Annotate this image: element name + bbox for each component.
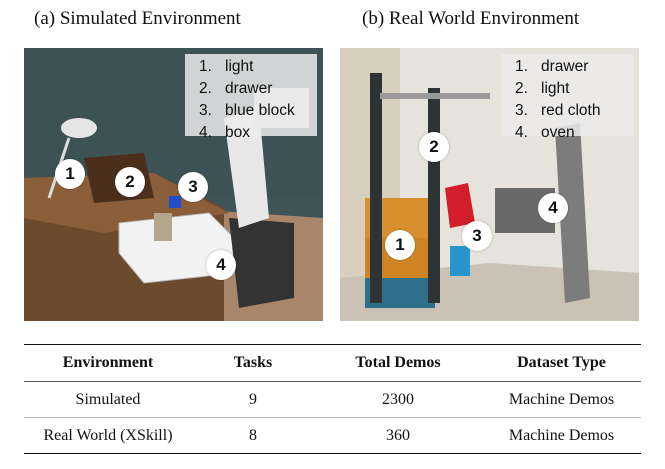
table-cell: Real World (XSkill) — [43, 426, 173, 444]
simulated-environment-image: 1.light 2.drawer 3.blue block 4.box 1 2 … — [24, 48, 323, 321]
table-cell: 360 — [386, 426, 410, 444]
marker-drawer: 1 — [385, 230, 415, 260]
caption-simulated: (a) Simulated Environment — [34, 8, 241, 29]
table-cell: Simulated — [75, 390, 141, 408]
table-row: Real World (XSkill) 8 360 Machine Demos — [24, 418, 641, 454]
marker-box: 4 — [206, 250, 236, 280]
table-row: Simulated 9 2300 Machine Demos — [24, 382, 641, 418]
simulated-legend: 1.light 2.drawer 3.blue block 4.box — [185, 54, 317, 141]
marker-blue-block: 3 — [178, 172, 208, 202]
marker-red-cloth: 3 — [462, 221, 492, 251]
table-header-row: Environment Tasks Total Demos Dataset Ty… — [24, 344, 641, 382]
dataset-table: Environment Tasks Total Demos Dataset Ty… — [24, 344, 641, 454]
marker-drawer: 2 — [115, 167, 145, 197]
marker-light: 1 — [55, 159, 85, 189]
legend-item: 3.red cloth — [515, 102, 601, 119]
real-world-environment-image: 1.drawer 2.light 3.red cloth 4.oven 1 2 … — [340, 48, 639, 321]
table-cell: 2300 — [382, 390, 414, 408]
table-cell: 9 — [249, 390, 257, 408]
caption-real-world: (b) Real World Environment — [362, 8, 580, 29]
table-cell: 8 — [249, 426, 257, 444]
legend-item: 2.light — [515, 80, 570, 97]
real-world-legend: 1.drawer 2.light 3.red cloth 4.oven — [501, 54, 633, 141]
legend-item: 4.oven — [515, 124, 575, 141]
legend-item: 1.light — [199, 58, 254, 75]
table-cell: Machine Demos — [508, 426, 615, 444]
legend-item: 2.drawer — [199, 80, 273, 97]
legend-item: 1.drawer — [515, 58, 589, 75]
header-dataset-type: Dataset Type — [517, 354, 606, 371]
header-tasks: Tasks — [233, 354, 273, 371]
header-environment: Environment — [62, 354, 154, 371]
legend-item: 4.box — [199, 124, 250, 141]
marker-oven: 4 — [538, 193, 568, 223]
legend-item: 3.blue block — [199, 102, 295, 119]
header-total-demos: Total Demos — [355, 354, 441, 371]
marker-light: 2 — [419, 132, 449, 162]
table-cell: Machine Demos — [508, 390, 615, 408]
